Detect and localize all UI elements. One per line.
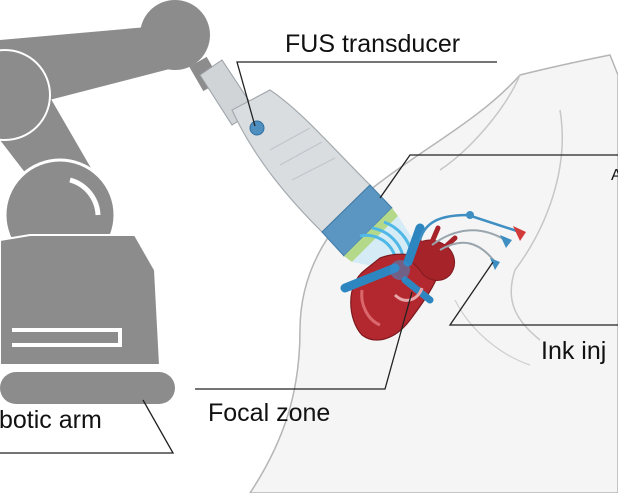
catheter-hub-1 (466, 211, 474, 219)
label-focal-zone: Focal zone (208, 399, 331, 427)
transducer-grip-lines (269, 127, 336, 181)
catheter-valve-3 (490, 258, 500, 270)
torso-contour-1 (439, 74, 521, 171)
leader-top-right (379, 154, 618, 199)
label-cut-marker: A (611, 167, 618, 184)
label-robotic-arm: botic arm (0, 406, 102, 434)
catheter-valve-2 (500, 235, 512, 248)
leader-fus-transducer (236, 61, 497, 127)
leader-ink-injection (448, 261, 618, 326)
heart-vessel-top (403, 223, 425, 267)
catheter-line-2 (431, 229, 506, 246)
leader-focal-zone (195, 291, 413, 390)
leader-lines (0, 61, 618, 454)
focal-point (390, 260, 410, 280)
robotic-arm (0, 0, 221, 404)
torso-contour-2 (510, 109, 563, 341)
robot-base-platform (0, 372, 175, 404)
fus-transducer (199, 59, 398, 262)
heart-shading (360, 289, 381, 327)
transducer-button (249, 120, 265, 136)
robot-base-highlight (12, 328, 122, 347)
robot-elbow-highlight (69, 177, 101, 216)
heart-vessel-left (340, 263, 400, 293)
heart (340, 223, 458, 341)
robot-top-joint (140, 0, 210, 70)
leader-robotic-arm (0, 399, 175, 454)
label-ink-injection: Ink inj (541, 337, 607, 365)
catheter-valve-1 (513, 226, 526, 241)
heart-outflow (393, 287, 424, 302)
catheter-line-3 (439, 241, 496, 263)
robot-shoulder-joint (0, 49, 51, 141)
label-fus-transducer: FUS transducer (285, 30, 461, 58)
ink-injection-catheters (418, 211, 526, 270)
heart-vessel-right (401, 276, 434, 304)
